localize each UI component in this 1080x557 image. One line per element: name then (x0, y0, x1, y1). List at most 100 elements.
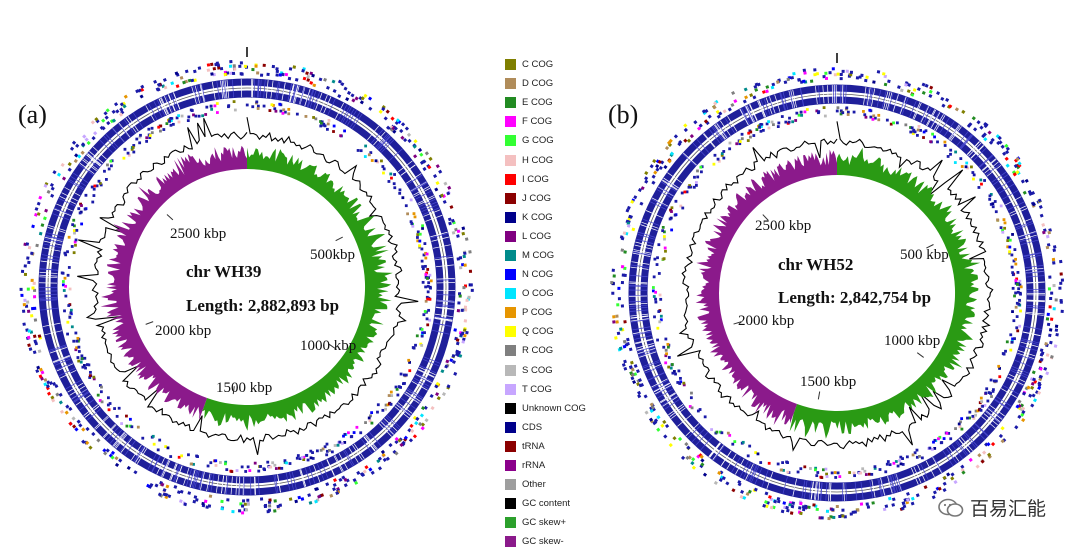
cds-gene-tick (939, 117, 950, 134)
cds-gene-tick (306, 89, 314, 107)
cds-gene-tick (434, 316, 453, 321)
cog-gene-mark (841, 111, 845, 115)
cog-gene-mark (867, 472, 871, 476)
cog-gene-mark (762, 503, 767, 508)
cog-gene-mark (1037, 390, 1042, 395)
cog-gene-mark (865, 502, 869, 506)
cog-gene-mark (458, 354, 463, 358)
cog-gene-mark (1059, 259, 1063, 264)
cds-gene-tick (843, 482, 845, 501)
cog-gene-mark (163, 85, 168, 90)
cds-gene-tick (312, 91, 320, 110)
cds-ring-reverse (50, 90, 444, 484)
cds-gene-tick (788, 90, 794, 109)
cds-gene-tick (630, 315, 649, 319)
cog-gene-mark (933, 447, 937, 450)
cog-gene-mark (722, 156, 726, 160)
cds-gene-tick (123, 119, 135, 135)
cog-gene-mark (352, 478, 357, 483)
cds-gene-tick (435, 307, 454, 310)
cog-gene-mark (662, 257, 666, 261)
cog-gene-mark (1013, 294, 1016, 298)
cds-gene-tick (745, 105, 755, 123)
cog-gene-mark (824, 76, 829, 81)
cog-gene-mark (678, 139, 683, 145)
cds-gene-tick (216, 81, 220, 100)
cog-gene-mark (213, 104, 217, 108)
cds-gene-tick (986, 164, 1002, 177)
cds-gene-tick (223, 80, 226, 99)
cog-gene-mark (853, 474, 856, 478)
cds-gene-tick (44, 330, 63, 336)
cog-gene-mark (1000, 439, 1005, 444)
cds-gene-tick (351, 113, 363, 129)
cog-gene-mark (38, 374, 43, 379)
cog-gene-mark (981, 133, 986, 139)
cog-gene-mark (746, 454, 750, 458)
cds-gene-tick (653, 382, 670, 392)
cds-gene-tick (436, 303, 455, 307)
cog-gene-mark (1011, 337, 1014, 341)
cds-gene-tick (416, 372, 433, 382)
cog-gene-mark (690, 406, 694, 410)
cog-gene-mark (459, 266, 463, 270)
cog-gene-mark (98, 399, 102, 402)
cog-gene-mark (65, 404, 70, 409)
cog-gene-mark (1015, 315, 1019, 319)
cog-gene-mark (278, 73, 283, 77)
cog-gene-mark (728, 141, 732, 145)
cog-gene-mark (669, 151, 675, 156)
cog-gene-mark (910, 501, 915, 506)
cog-gene-mark (733, 440, 737, 443)
cog-gene-mark (393, 126, 398, 131)
cds-gene-tick (373, 131, 386, 146)
cog-gene-mark (883, 82, 888, 87)
cds-gene-tick (825, 482, 828, 501)
cog-gene-mark (103, 451, 108, 456)
cog-gene-mark (674, 372, 677, 376)
cog-gene-mark (1043, 366, 1048, 371)
tick-mark (916, 352, 924, 358)
cds-gene-tick (746, 105, 756, 122)
cog-gene-mark (440, 193, 445, 198)
cds-gene-tick (277, 474, 281, 493)
cds-gene-tick (757, 100, 765, 118)
cog-gene-mark (775, 80, 780, 84)
cog-gene-mark (345, 97, 350, 102)
legend-swatch (505, 192, 516, 204)
cds-gene-tick (436, 305, 455, 308)
cds-gene-tick (289, 84, 295, 103)
cog-gene-mark (332, 130, 335, 133)
cog-gene-mark (684, 441, 689, 447)
cog-gene-mark (52, 381, 57, 386)
cog-gene-mark (179, 499, 183, 503)
cog-gene-mark (176, 490, 181, 495)
cog-gene-mark (131, 145, 135, 149)
tick-mark (733, 321, 742, 325)
cog-gene-mark (885, 118, 889, 122)
cog-gene-mark (616, 331, 621, 336)
cog-gene-mark (663, 434, 668, 439)
cog-gene-mark (869, 115, 873, 119)
cog-gene-mark (831, 508, 835, 512)
cog-gene-mark (1021, 417, 1026, 423)
cog-gene-mark (156, 82, 161, 87)
cog-gene-mark (618, 346, 623, 351)
cog-gene-mark (251, 105, 255, 109)
cog-gene-mark (464, 237, 469, 241)
cog-gene-mark (311, 451, 314, 454)
cog-gene-mark (780, 115, 784, 118)
cog-gene-mark (376, 410, 379, 414)
cog-gene-mark (190, 462, 193, 466)
cds-gene-tick (1023, 325, 1042, 330)
cds-gene-tick (105, 133, 119, 148)
cog-gene-mark (325, 482, 330, 487)
cog-gene-mark (720, 431, 724, 435)
cds-gene-tick (1010, 208, 1028, 217)
cog-gene-mark (359, 472, 365, 477)
cog-gene-mark (292, 65, 297, 69)
cog-gene-mark (1015, 170, 1020, 175)
cog-gene-mark (392, 182, 396, 186)
cds-gene-tick (52, 213, 70, 221)
cog-gene-mark (820, 516, 824, 520)
